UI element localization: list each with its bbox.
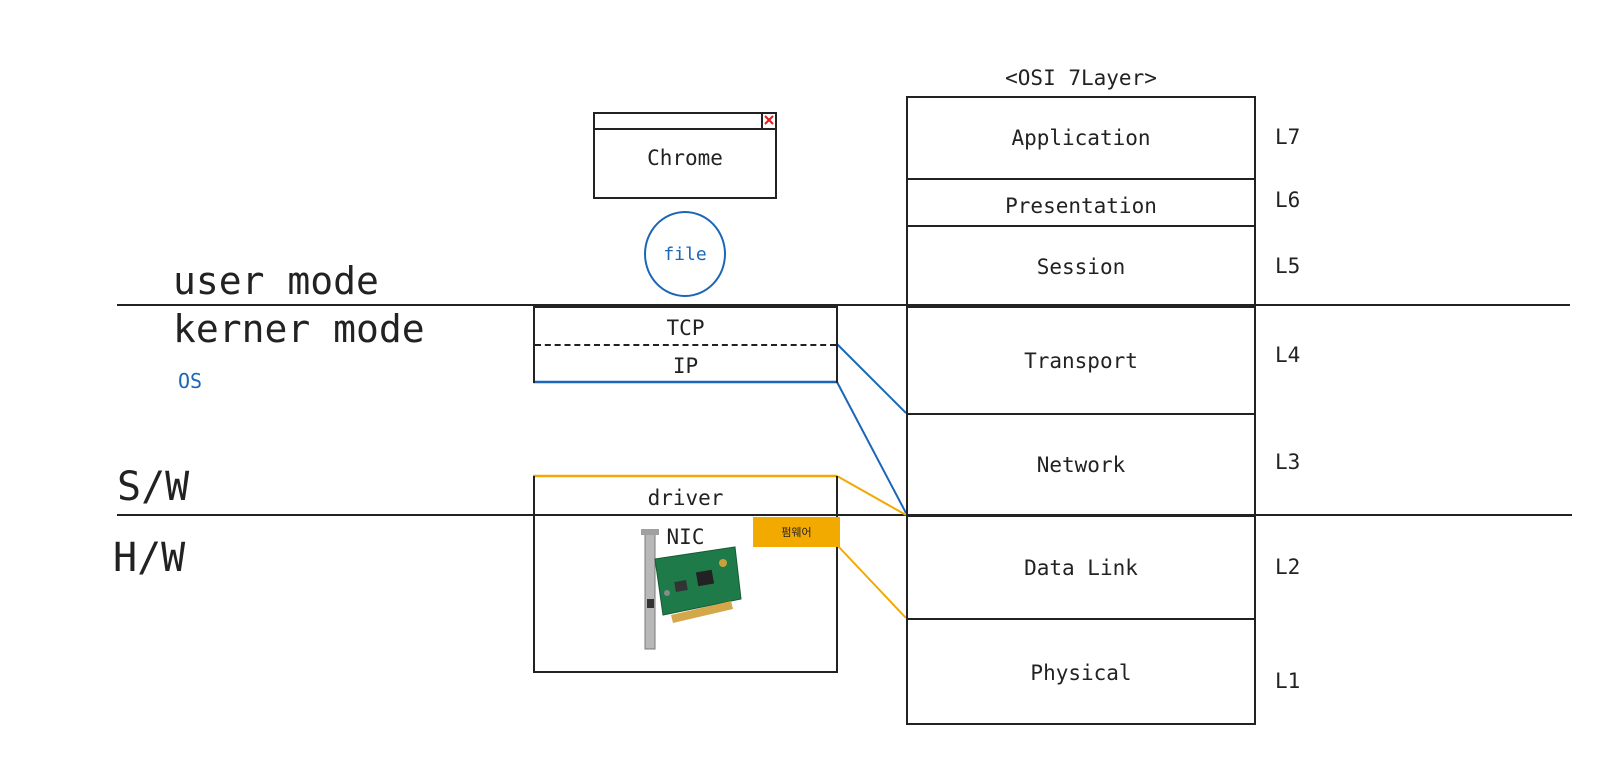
level-l5: L5 [1275, 254, 1301, 278]
firmware-label: 펌웨어 [781, 526, 812, 539]
driver-nic-box: driver NIC 펌웨어 [533, 476, 840, 673]
file-circle: file [644, 211, 726, 297]
close-icon [761, 114, 775, 128]
tcpip-box: TCP IP [533, 306, 838, 383]
driver-to-network-line [836, 475, 907, 516]
chrome-window: Chrome [593, 112, 777, 199]
osi-layer-physical: Physical [1030, 660, 1132, 685]
firmware-to-datalink-line [836, 544, 907, 619]
level-l3: L3 [1275, 450, 1301, 474]
os-label: OS [178, 369, 203, 393]
osi-stack: Application Presentation Session Transpo… [906, 96, 1256, 725]
nic-label: NIC [666, 525, 705, 549]
level-l6: L6 [1275, 188, 1301, 212]
chrome-title: Chrome [647, 146, 723, 170]
tcpip-to-transport-line [836, 343, 907, 414]
osi-layer-data-link: Data Link [908, 517, 1254, 620]
sw-label: S/W [117, 464, 190, 510]
user-mode-label: user mode [173, 259, 379, 303]
level-l2: L2 [1275, 555, 1301, 579]
osi-layer-network: Network [908, 415, 1254, 517]
osi-layer-application: Application [908, 98, 1254, 180]
osi-layer-transport: Transport [908, 308, 1254, 415]
tcp-ip-divider [535, 344, 836, 346]
level-l1: L1 [1275, 669, 1301, 693]
network-interface-card-image [641, 529, 742, 650]
osi-title: <OSI 7Layer> [1005, 66, 1157, 90]
file-label: file [663, 243, 707, 265]
level-l4: L4 [1275, 343, 1301, 367]
level-l7: L7 [1275, 125, 1301, 149]
tcp-label: TCP [666, 316, 705, 340]
kernel-mode-label: kerner mode [173, 307, 425, 351]
ip-label: IP [672, 354, 699, 378]
osi-layer-session: Session [908, 227, 1254, 308]
firmware-badge: 펌웨어 [753, 517, 840, 547]
hw-label: H/W [113, 535, 186, 581]
driver-label: driver [647, 486, 724, 510]
tcpip-to-network-line [836, 381, 907, 514]
chrome-titlebar [595, 114, 775, 130]
osi-layer-presentation: Presentation [908, 180, 1254, 227]
